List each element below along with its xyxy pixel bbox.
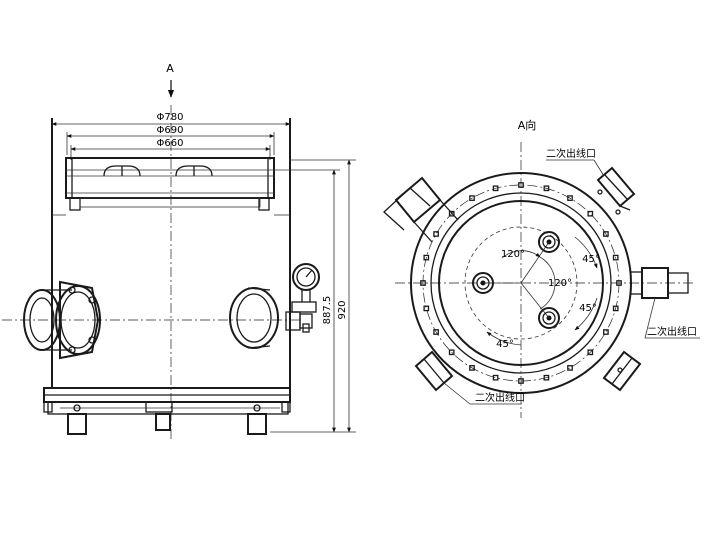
left-port-flange — [23, 280, 101, 360]
dim-d690-text: Φ690 — [157, 125, 184, 136]
flange-bolt — [423, 305, 430, 312]
outlet-lower-right — [602, 350, 642, 392]
flange-bolt — [603, 329, 609, 335]
flange-bolt — [518, 182, 524, 188]
outlet-right: 二次出线口 — [631, 267, 700, 339]
dim-h887-text: 887.5 — [322, 296, 333, 325]
outlet-label-top: 二次出线口 — [546, 147, 596, 160]
angle-45-right: 45° — [579, 303, 597, 314]
flange-bolt — [469, 195, 475, 201]
top-view: A向 — [383, 118, 700, 418]
dim-h920-text: 920 — [337, 300, 348, 319]
right-port — [229, 287, 279, 349]
inner-pitch-circle — [464, 226, 578, 340]
pressure-gauge — [285, 263, 320, 333]
outlet-lower-left: 二次出线口 — [414, 350, 525, 405]
flange-bolts — [420, 182, 622, 384]
flange-bolt — [543, 374, 550, 381]
dimension-height-887: 887.5 — [274, 169, 340, 433]
flange-bolt — [433, 329, 439, 335]
flange-bolt — [587, 210, 594, 217]
view-arrow-a: A — [166, 62, 174, 98]
flange-bolt — [448, 349, 455, 356]
angle-45-upper: 45° — [582, 254, 600, 265]
view-arrow-label: A — [166, 62, 174, 75]
flange-bolt — [612, 254, 619, 261]
flange-bolt — [469, 365, 475, 371]
bolt-circle — [422, 184, 620, 382]
flange-bolt — [423, 254, 430, 261]
dimension-d690: Φ690 — [66, 125, 275, 155]
flange-bolt — [492, 374, 499, 381]
flange-bolt — [612, 305, 619, 312]
flange-bolt — [603, 231, 609, 237]
dim-d780-text: Φ780 — [157, 112, 184, 123]
flange-bolt — [567, 195, 573, 201]
angle-45-lower: 45° — [496, 339, 514, 350]
front-view: A Φ780 Φ690 Φ660 — [2, 62, 356, 440]
angle-120-upper: 120° — [501, 249, 525, 260]
tank-body-circle — [438, 200, 604, 366]
flange-bolt — [492, 185, 499, 192]
tank-body — [51, 118, 291, 388]
flange-bolt — [543, 185, 550, 192]
flange-bolt — [567, 365, 573, 371]
flange-bolt — [587, 349, 594, 356]
inner-rim-circle — [430, 192, 612, 374]
outer-flange-circle — [410, 172, 632, 394]
dimension-height-920: 920 — [270, 159, 356, 433]
flange-bolt — [616, 280, 622, 286]
outlet-upper-right: 二次出线口 — [546, 147, 636, 215]
tank-lid — [65, 157, 275, 211]
top-view-title: A向 — [518, 118, 537, 132]
flange-bolt — [448, 210, 455, 217]
outlet-label-right: 二次出线口 — [647, 325, 697, 338]
flange-bolt — [433, 231, 439, 237]
flange-bolt — [420, 280, 426, 286]
flange-bolt — [518, 378, 524, 384]
angle-annotations: 120° 120° 45° 45° 45° — [486, 236, 600, 350]
angle-120-right: 120° — [548, 278, 572, 289]
dimension-d660: Φ660 — [70, 138, 271, 160]
dim-d660-text: Φ660 — [157, 138, 184, 149]
upper-left-boss — [383, 176, 459, 243]
tank-base — [43, 387, 291, 435]
outlet-label-bottom: 二次出线口 — [475, 391, 525, 404]
